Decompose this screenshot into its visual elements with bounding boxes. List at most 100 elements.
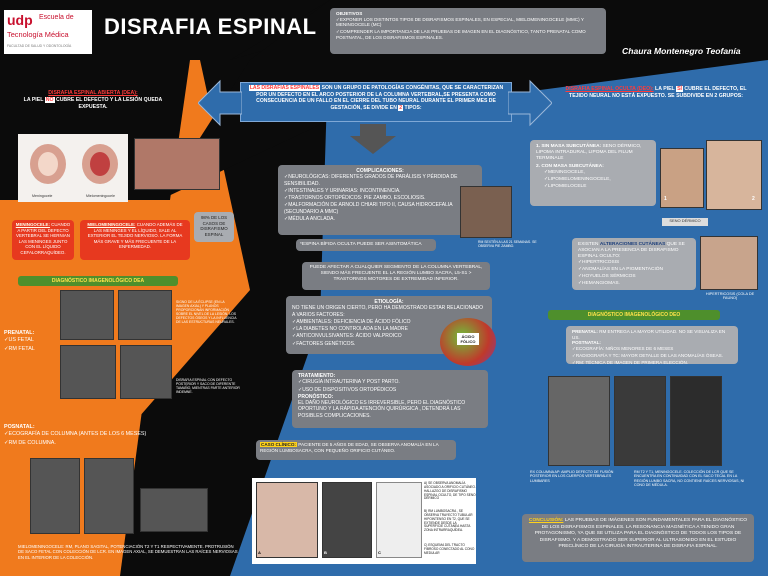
treatment-item: CIRUGÍA INTRAUTERINA Y POST PARTO. (298, 379, 482, 385)
cutaneous-panel: EXISTEN ALTERACIONES CUTÁNEAS QUE SE ASO… (572, 238, 696, 290)
group2-item: LIPOMIELOCELE (544, 184, 650, 190)
page-title: DISRAFIA ESPINAL (104, 14, 317, 39)
prognosis-text: EL DAÑO NEUROLÓGICO ES IRREVERSIBLE, PER… (298, 400, 466, 419)
img-num-2: 2 (752, 196, 755, 202)
cutaneous-item: HIPERTRICOSIS (578, 260, 690, 266)
dea-title: DISRAFIA ESPINAL ABIERTA (DEA): (48, 90, 138, 96)
mielomeningocele-name: MIELOMENINGOCELE: (87, 222, 136, 227)
mri-caption: RM T2 Y T1, MENINGOCELE. COLECCIÓN DE LC… (634, 470, 745, 487)
logo-sub: FACULTAD DE SALUD Y ODONTOLOGÍA (7, 44, 72, 48)
definition-num: 2 (398, 104, 404, 111)
prenatal-list: US FETALRM FETAL (4, 337, 35, 353)
deo-postnatal-label: POSTNATAL: (572, 340, 601, 346)
complication-item: TRASTORNOS ORTOPÉDICOS: PIE ZAMBO, ESCOL… (284, 195, 476, 201)
objectives-list: EXPONER LOS DISTINTOS TIPOS DE DISRAFISM… (336, 17, 600, 41)
label-a: A (258, 550, 261, 555)
complications-caption: RM SEXTÉN A LAS 21 SEMANAS. SE OBSERVA P… (478, 240, 537, 249)
mri-t1-image (670, 376, 722, 466)
segment-panel: PUEDE AFECTAR A CUALQUIER SEGMENTO DE LA… (302, 262, 490, 290)
clinical-text: PACIENTE DE 5 AÑOS DE EDAD, SE OBSERVA A… (260, 442, 439, 453)
dea-bottom-caption: MIELOMENINGOCELE: RM, PLANO SAGITAL, POT… (18, 544, 238, 560)
label-c: C (378, 550, 381, 555)
mielomeningocele-text: CUANDO ADEMÁS DE LAS MENINGES Y EL LÍQUI… (87, 222, 183, 249)
percent-box: 98% DE LOS CASOS DE DISRAFISMO ESPINAL (194, 212, 234, 242)
mri-sagittal-t2 (30, 458, 80, 534)
deo-groups-panel: 1. SIN MASA SUBCUTÁNEA: SENO DÉRMICO, LI… (530, 140, 656, 206)
postnatal-list: ECOGRAFÍA DE COLUMNA (ANTES DE LOS 6 MES… (4, 431, 174, 447)
seno-dermico-label: SENO DÉRMICO (662, 218, 708, 226)
etiology-item: AMBIENTALES: DEFICIENCIA DE ÁCIDO FÓLICO (292, 319, 486, 325)
postnatal-label: POSNATAL: (4, 424, 35, 430)
seno-dermico-photo-2 (706, 140, 762, 210)
complication-item: NEUROLÓGICAS: DIFERENTES GRADOS DE PARÁL… (284, 174, 476, 187)
treatment-item: USO DE DISPOSITIVOS ORTOPÉDICOS (298, 387, 482, 393)
etiology-item: FACTORES GENÉTICOS. (292, 341, 486, 347)
arrow-left-icon (198, 79, 242, 127)
definition-tail: TIPOS: (403, 104, 422, 111)
baby-photo (134, 138, 220, 190)
deo-prenatal-text: RM ENTREGA LA MAYOR UTILIDAD. NO SE VISU… (572, 329, 726, 340)
etiology-list: AMBIENTALES: DEFICIENCIA DE ÁCIDO FÓLICO… (292, 319, 486, 347)
definition-lead: LAS DISRAFIAS ESPINALES (248, 85, 321, 91)
clinical-caption-2: B) RM LUMBOSACRA , SE OBSERVA TRAYECTO T… (424, 509, 473, 533)
dea-dx-title: DIAGNÓSTICO IMAGENOLÓGICO DEA (18, 276, 178, 286)
us-image-1 (60, 290, 114, 340)
clinical-case-panel: CASO CLÍNICO: PACIENTE DE 5 AÑOS DE EDAD… (256, 440, 456, 460)
group1-title: SIN MASA SUBCUTÁNEA: (541, 144, 602, 149)
hypertrichosis-label: HIPERTRICOSIS (COLA DE FAUNO) (705, 292, 755, 300)
deo-si: SÍ (676, 86, 683, 92)
logo-line1: Escuela de (39, 14, 74, 21)
folic-acid-image: ÁCIDO FÓLICO (440, 318, 496, 366)
xray-image (548, 376, 610, 466)
deo-title-block: DISRAFIA ESPINAL OCULTA (DEO): LA PIEL S… (560, 86, 752, 100)
mri-sagittal-t1 (84, 458, 134, 534)
dea-text2: CUBRE EL DEFECTO Y LA LESIÓN QUEDA EXPUE… (54, 96, 163, 110)
objective-item: COMPRENDER LA IMPORTANCIA DE LAS PRUEBAS… (336, 29, 600, 40)
arrow-down-icon (350, 124, 396, 154)
treatment-title: TRATAMIENTO: (298, 373, 336, 379)
complication-item: INTESTINALES Y URINARIAS: INCONTINENCIA. (284, 188, 476, 194)
cutaneous-item: HOYUELOS SÉRMICOS (578, 274, 690, 280)
group2-item: LIPOMIELOMENINGOCELE, (544, 177, 650, 183)
conclusion-text: LAS PRUEBAS DE IMÁGENES SON FUNDAMENTALE… (534, 518, 748, 550)
complication-item: MÉDULA ANCLADA. (284, 216, 476, 222)
us-caption: SIGNO DE LA ÉCLIPSE (EN LA IMAGEN AXIAL)… (176, 300, 237, 325)
mri-axial (140, 488, 208, 532)
deo-dx-panel: PRENATAL: RM ENTREGA LA MAYOR UTILIDAD. … (566, 326, 738, 365)
dea-diagram-image: Meningocele Mielomeningocele (18, 134, 128, 202)
conclusion-label: CONCLUSIÓN: (528, 518, 564, 523)
clinical-caption-3: C) ESQUEMA DEL TRACTO FIBROSO CONECTADO … (424, 543, 475, 555)
complications-panel: COMPLICACIONES: NEUROLÓGICAS: DIFERENTES… (278, 165, 482, 235)
dea-no: NO (44, 96, 55, 103)
xray-caption: RX COLUMNA AP: AMPLIO DEFECTO DE FUSIÓN … (530, 470, 614, 483)
cutaneous-list: HIPERTRICOSISANOMALÍAS EN LA PIGMENTACIÓ… (578, 260, 690, 287)
complications-list: NEUROLÓGICAS: DIFERENTES GRADOS DE PARÁL… (284, 174, 476, 222)
mielomeningocele-box: MIELOMENINGOCELE: CUANDO ADEMÁS DE LAS M… (80, 220, 190, 260)
fetal-mri-2 (120, 345, 172, 399)
clinical-scheme (376, 482, 422, 558)
hypertrichosis-photo (700, 236, 758, 290)
dea-title-block: DISRAFIA ESPINAL ABIERTA (DEA): LA PIEL … (18, 90, 168, 110)
etiology-item: ANTICONVULSIVANTES: ÁCIDO VALPROICO (292, 333, 486, 339)
deo-dx-title: DIAGNÓSTICO IMAGENOLÓGICO DEO (548, 310, 720, 320)
deo-title: DISRAFIA ESPINAL OCULTA (DEO): (565, 86, 654, 92)
asymptomatic-note: *ESPINA BÍFIDA OCULTA PUEDE SER ASINTOMÁ… (296, 239, 436, 251)
arrow-right-icon (508, 79, 552, 127)
prenatal-item: RM FETAL (4, 346, 35, 353)
fetal-mri-1 (60, 345, 116, 399)
deo-dx-item: RADIOGRAFÍA Y TC: MAYOR DETALLE DE LAS A… (572, 353, 732, 359)
cutaneous-item: ANOMALÍAS EN LA PIGMENTACIÓN (578, 267, 690, 273)
logo: udp Escuela de Tecnología Médica FACULTA… (4, 10, 92, 54)
objective-item: EXPONER LOS DISTINTOS TIPOS DE DISRAFISM… (336, 17, 600, 28)
postnatal-item: RM DE COLUMNA. (4, 440, 174, 447)
meningocele-box: MENINGOCELE: CUANDO A PARTIR DEL DEFECTO… (12, 220, 74, 260)
definition-text: SON UN GRUPO DE PATOLOGÍAS CONGÉNITAS, Q… (256, 85, 504, 111)
group2-title: CON MASA SUBCUTÁNEA: (541, 163, 604, 169)
meningocele-label: Meningocele (32, 194, 53, 198)
logo-line2: Tecnología Médica (7, 30, 69, 39)
postnatal-item: ECOGRAFÍA DE COLUMNA (ANTES DE LOS 6 MES… (4, 431, 174, 438)
deo-text1: LA PIEL (653, 86, 677, 92)
author: Chaura Montenegro Teofanía (622, 46, 741, 56)
group1-text: SENO DÉRMICO, LIPOMA INTRADURAL, LIPOMA … (536, 144, 642, 161)
prognosis-title: PRONÓSTICO: (298, 393, 334, 400)
